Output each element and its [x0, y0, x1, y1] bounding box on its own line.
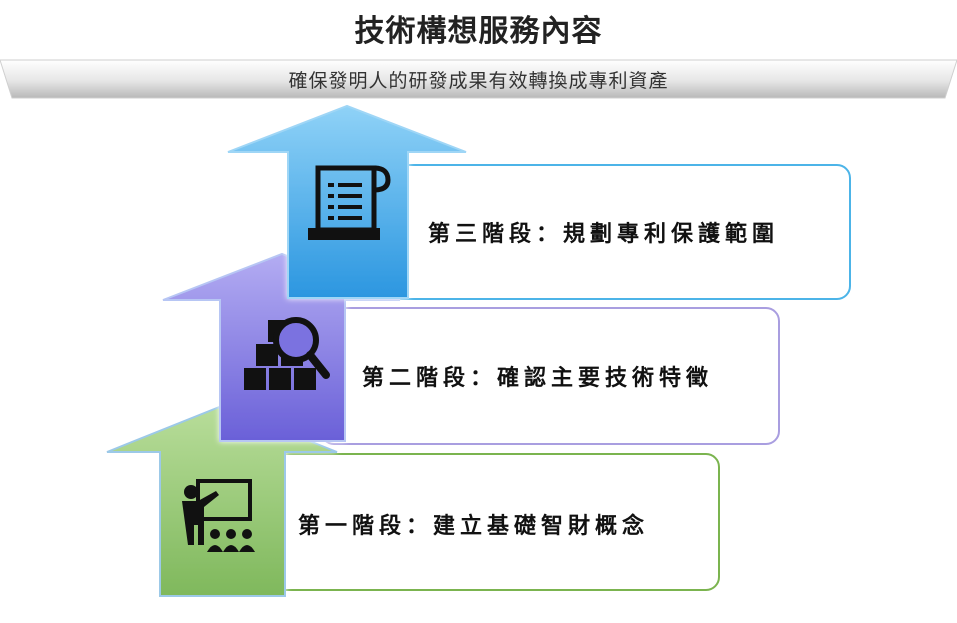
stage-3-box	[383, 164, 851, 300]
banner-background	[0, 59, 957, 99]
search-boxes-icon	[244, 317, 330, 390]
document-scroll-icon	[308, 165, 391, 240]
page-title: 技術構想服務內容	[354, 14, 603, 49]
stage-3-label: 第三階段：規劃專利保護範圍	[428, 222, 780, 247]
stage-2-label: 第二階段：確認主要技術特徵	[362, 366, 714, 391]
stage-1-label: 第一階段：建立基礎智財概念	[298, 514, 650, 539]
subtitle-banner: 確保發明人的研發成果有效轉換成專利資產	[0, 58, 957, 100]
stage-3-arrow	[227, 104, 467, 299]
banner-text: 確保發明人的研發成果有效轉換成專利資產	[288, 70, 669, 92]
stage-1-box	[265, 453, 720, 591]
stage-2-box	[320, 307, 780, 445]
presentation-icon	[182, 479, 255, 552]
stage-1-arrow	[106, 404, 338, 597]
